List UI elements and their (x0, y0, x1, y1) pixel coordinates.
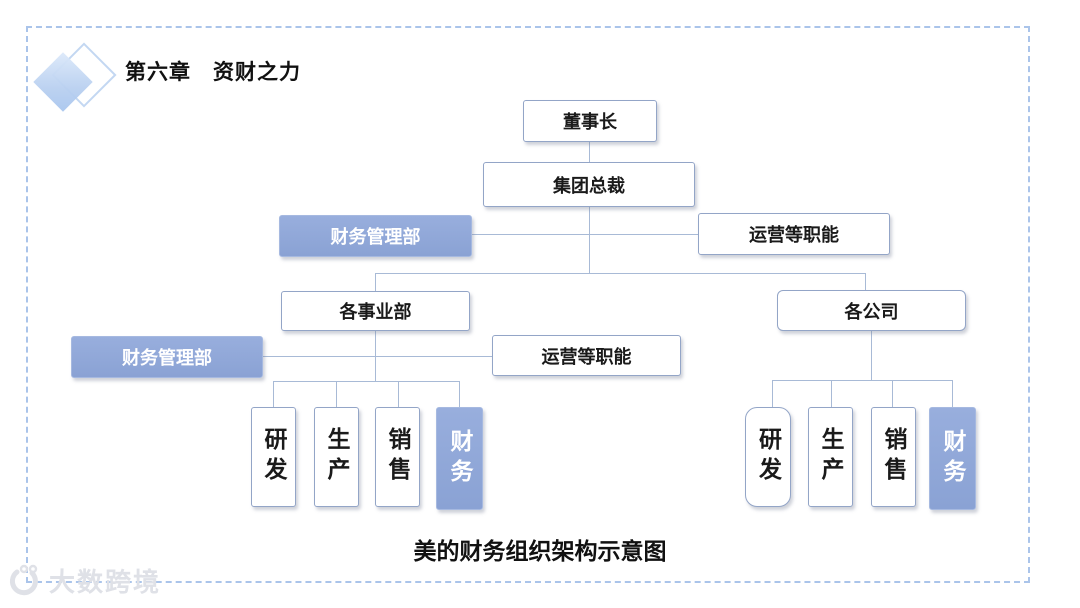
connector-divisions-down (375, 331, 376, 381)
org-node-finance-dept-level1: 财务管理部 (279, 215, 472, 257)
connector-drop-subsidiaries (865, 273, 866, 290)
connector-branch-left-children (273, 381, 459, 382)
org-node-company-production: 生产 (808, 407, 853, 507)
org-node-label: 财务管理部 (122, 348, 212, 368)
org-node-operations-level1: 运营等职能 (698, 213, 890, 255)
org-node-label: 生产 (818, 427, 844, 487)
org-node-operations-level2: 运营等职能 (492, 335, 681, 376)
org-node-label: 研发 (755, 427, 782, 487)
org-node-subsidiaries: 各公司 (777, 290, 966, 331)
org-node-label: 各公司 (844, 301, 899, 322)
org-node-company-rnd: 研发 (745, 407, 791, 507)
org-node-company-sales: 销售 (871, 407, 916, 507)
org-node-label: 运营等职能 (749, 225, 839, 245)
connector-stub-left-3 (398, 381, 399, 407)
connector-stub-right-3 (892, 380, 893, 407)
org-node-label: 财务 (447, 428, 473, 489)
connector-president-down (589, 207, 590, 273)
connector-level1-horizontal (472, 234, 698, 235)
connector-drop-divisions (375, 273, 376, 291)
org-node-division-rnd: 研发 (251, 407, 296, 507)
chapter-title: 第六章 资财之力 (125, 61, 301, 84)
org-node-label: 销售 (385, 427, 411, 487)
connector-level2-horizontal (263, 356, 492, 357)
org-node-label: 研发 (261, 427, 287, 487)
org-node-division-sales: 销售 (375, 407, 420, 507)
org-node-division-production: 生产 (314, 407, 359, 507)
org-node-company-finance: 财务 (929, 407, 976, 510)
org-node-business-divisions: 各事业部 (281, 291, 470, 331)
org-node-chairman: 董事长 (523, 100, 657, 142)
connector-subsidiaries-down (871, 331, 872, 380)
connector-chairman-president (589, 142, 590, 162)
org-node-finance-dept-level2: 财务管理部 (71, 336, 263, 378)
org-node-label: 财务 (940, 428, 966, 489)
watermark-text: 大数跨境 (49, 567, 162, 597)
watermark-logo-icon (9, 564, 38, 595)
org-node-label: 生产 (324, 427, 350, 487)
org-node-label: 各事业部 (339, 302, 412, 322)
connector-stub-left-4 (459, 381, 460, 407)
connector-stub-left-2 (336, 381, 337, 407)
connector-stub-left-1 (273, 381, 274, 407)
org-node-label: 董事长 (563, 112, 617, 132)
connector-branch-top (375, 273, 865, 274)
org-node-label: 集团总裁 (553, 175, 625, 196)
connector-stub-right-1 (772, 380, 773, 407)
org-node-label: 销售 (881, 427, 907, 487)
org-node-group-president: 集团总裁 (483, 162, 695, 207)
org-node-division-finance: 财务 (436, 407, 483, 510)
org-node-label: 运营等职能 (541, 346, 632, 367)
watermark: 大数跨境 (7, 562, 161, 599)
org-node-label: 财务管理部 (330, 227, 421, 247)
connector-branch-right-children (772, 380, 952, 381)
connector-stub-right-4 (952, 380, 953, 407)
connector-stub-right-2 (831, 380, 832, 407)
chart-caption: 美的财务组织架构示意图 (413, 538, 667, 564)
